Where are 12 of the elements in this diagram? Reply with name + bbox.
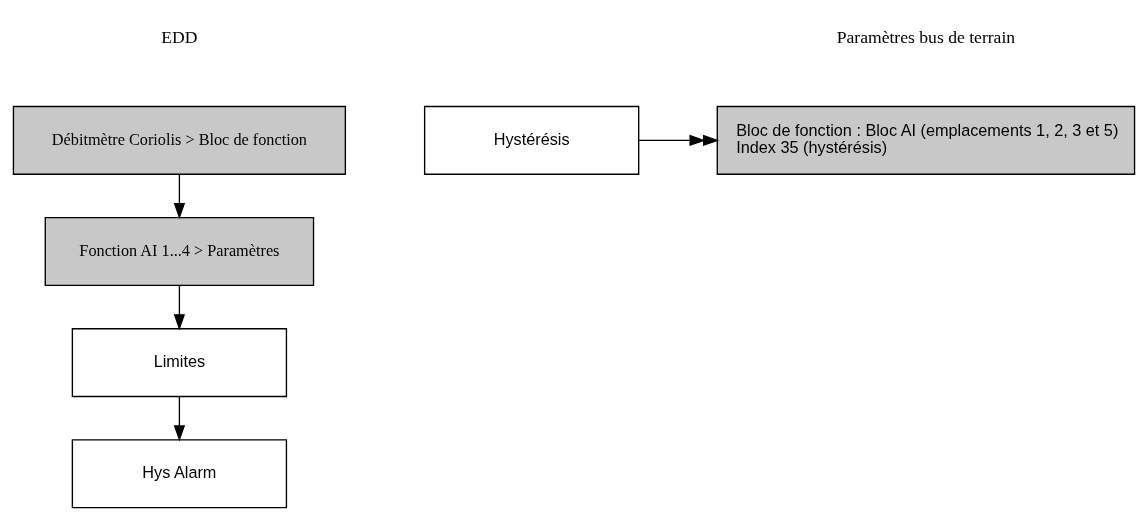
arrow [173, 173, 186, 219]
arrow [173, 395, 186, 442]
node-box: Limites [71, 327, 288, 397]
arrow [638, 134, 720, 146]
node-box: Hys Alarm [71, 438, 288, 508]
label: EDD [161, 26, 198, 47]
node-box: Bloc de fonction : Bloc AI (emplacements 1, 2, 3 et 5) Index 35 (hystérésis) [716, 105, 1136, 175]
node-box: Hystérésis [423, 105, 640, 175]
node-box: Fonction AI 1...4 > Paramètres [44, 216, 315, 286]
node-box: Débitmètre Coriolis > Bloc de fonction [12, 105, 347, 175]
label: Paramètres bus de terrain [836, 26, 1016, 47]
arrow [173, 284, 186, 330]
